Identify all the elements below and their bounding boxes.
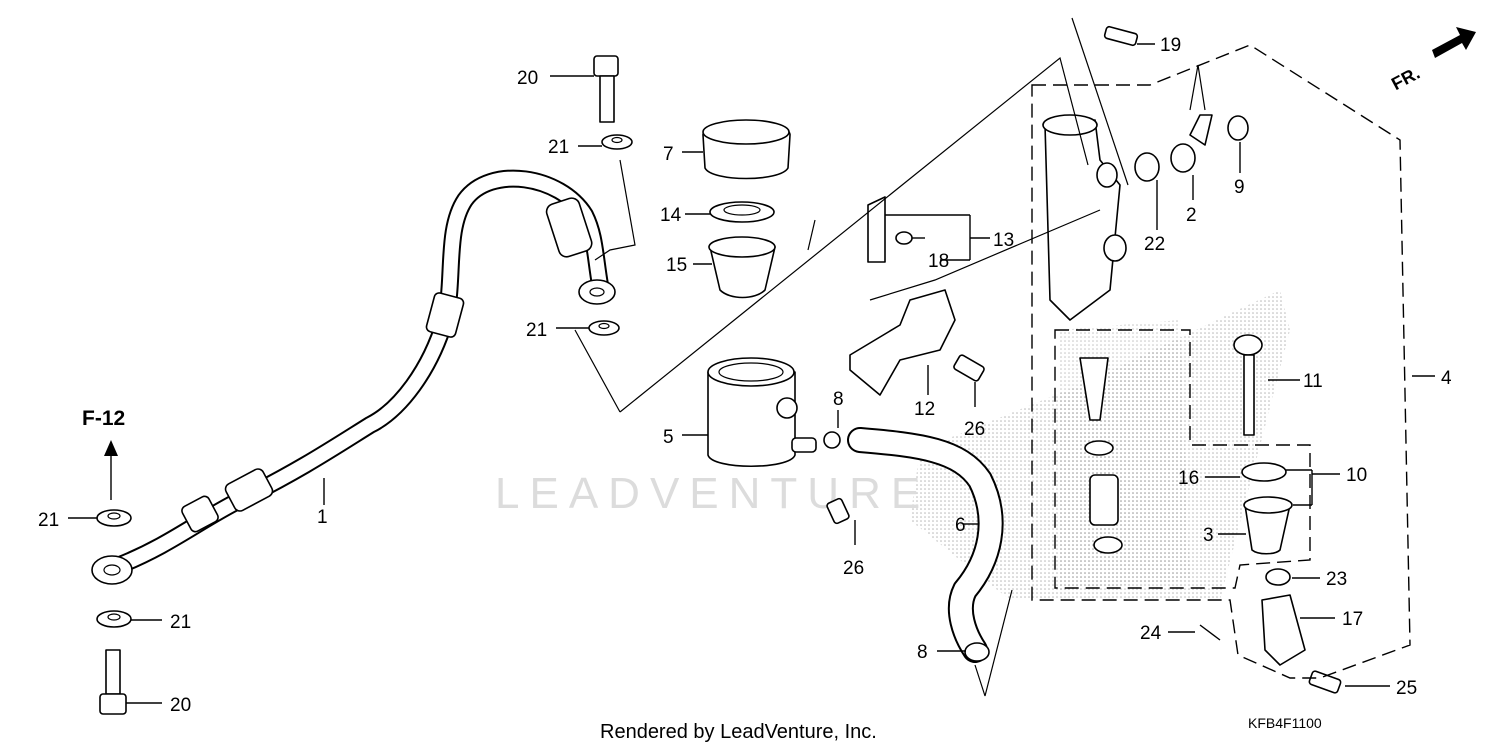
f12-reference-arrow	[104, 440, 118, 500]
brake-hose	[91, 169, 616, 585]
callout-21-top: 21	[548, 137, 569, 158]
washers-and-bolts	[96, 55, 633, 715]
brackets	[826, 25, 1139, 525]
fr-label: FR.	[1388, 63, 1423, 94]
callout-3: 3	[1203, 525, 1214, 546]
reservoir-cap-parts	[702, 119, 791, 299]
callout-22: 22	[1144, 234, 1165, 255]
callout-19: 19	[1160, 35, 1181, 56]
callout-8-top: 8	[833, 389, 844, 410]
callout-8-bottom: 8	[917, 642, 928, 663]
callout-14: 14	[660, 205, 682, 226]
callout-26-right: 26	[964, 419, 985, 440]
callout-17: 17	[1342, 609, 1363, 630]
callout-26-left: 26	[843, 558, 864, 579]
callout-13: 13	[993, 230, 1014, 251]
diagram-code: KFB4F1100	[1248, 715, 1322, 731]
assembly-outlines	[574, 17, 1411, 697]
piston-kit	[1079, 334, 1342, 694]
callout-20-bottom: 20	[170, 695, 191, 716]
callout-10: 10	[1346, 465, 1367, 486]
master-cylinder	[1042, 114, 1249, 321]
callout-18: 18	[928, 251, 949, 272]
f12-reference-label: F-12	[82, 407, 125, 430]
callout-5: 5	[663, 427, 674, 448]
callout-2: 2	[1186, 205, 1197, 226]
leader-lines	[68, 43, 1435, 704]
callout-15: 15	[666, 255, 687, 276]
reservoir-hose	[823, 427, 1004, 663]
callout-11: 11	[1303, 371, 1323, 392]
footer-credit: Rendered by LeadVenture, Inc.	[600, 721, 877, 743]
callout-24: 24	[1140, 623, 1162, 644]
callout-7: 7	[663, 144, 674, 165]
callout-9: 9	[1234, 177, 1245, 198]
callout-12: 12	[914, 399, 935, 420]
front-direction-arrow	[1432, 27, 1476, 58]
watermark: LEADVENTURE	[495, 469, 930, 518]
callout-21-mid: 21	[526, 320, 547, 341]
callout-16: 16	[1178, 468, 1199, 489]
callout-25: 25	[1396, 678, 1417, 699]
callout-21-left: 21	[38, 510, 59, 531]
callout-23: 23	[1326, 569, 1347, 590]
callout-21-bottom: 21	[170, 612, 191, 633]
callout-4: 4	[1441, 368, 1452, 389]
callout-1: 1	[317, 507, 328, 528]
callout-6: 6	[955, 515, 966, 536]
callout-labels: 20 21 21 21 21 20 1 7 14 15 5 8 26 12 26…	[38, 35, 1452, 716]
reservoir-tank	[707, 357, 817, 467]
callout-20-top: 20	[517, 68, 538, 89]
